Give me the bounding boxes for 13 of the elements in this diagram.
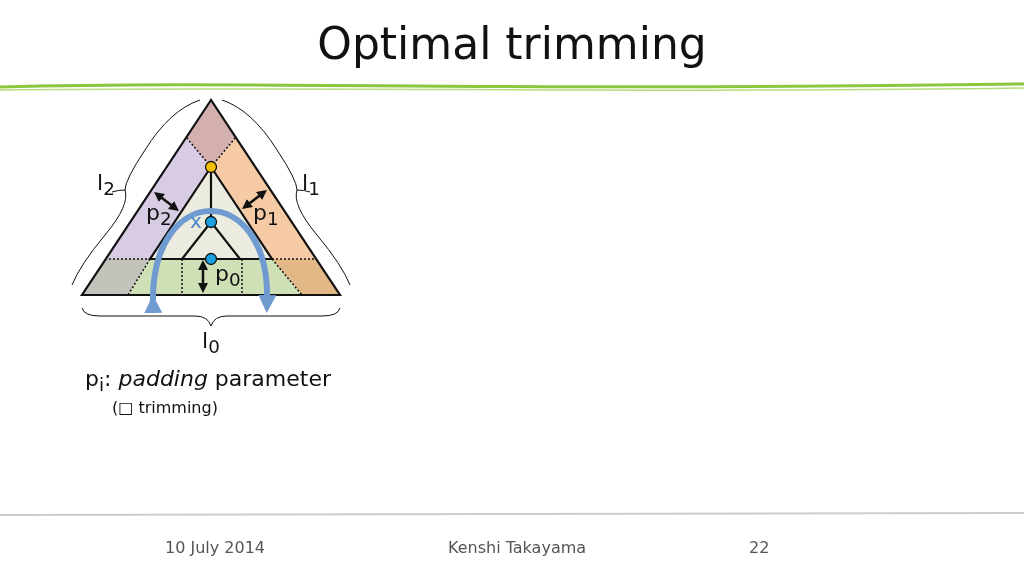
author-text: Kenshi Takayama (448, 540, 587, 556)
padding-label: p$_{0}$ (215, 263, 241, 290)
side-label: l$_{2}$ (97, 172, 115, 199)
point-label: x (190, 211, 202, 231)
note-text: (□ trimming) (112, 400, 218, 416)
slide-title: Optimal trimming (316, 22, 708, 66)
padding-label: p$_{2}$ (146, 202, 172, 229)
side-label: l$_{0}$ (202, 330, 220, 357)
padding-label: p$_{1}$ (253, 202, 279, 229)
date-text: 10 July 2014 (165, 540, 266, 556)
page-number: 22 (749, 540, 770, 556)
side-label: l$_{1}$ (302, 172, 320, 199)
caption-text: p$_{i}$: padding parameter (85, 368, 331, 395)
